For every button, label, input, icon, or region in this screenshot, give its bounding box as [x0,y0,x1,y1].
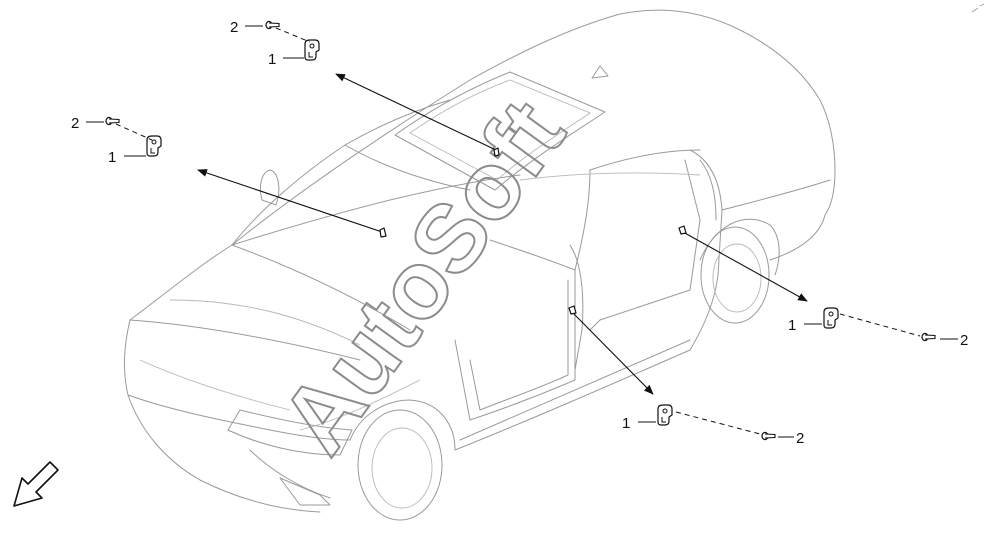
clip-icon [921,332,936,342]
callout-label-bracket: 1 [788,317,796,334]
bracket-icon [823,307,839,329]
mount-point-marker [678,225,687,235]
mount-point-marker [493,147,500,157]
clip-icon [265,20,280,30]
callout-label-fastener: 2 [71,115,79,132]
callout-label-fastener: 2 [796,430,804,447]
clip-icon [761,431,776,441]
callout-label-fastener: 2 [960,332,968,349]
bracket-icon [657,404,673,426]
front-direction-arrow-icon [13,461,59,507]
clip-icon [105,116,120,126]
callout-label-bracket: 1 [108,149,116,166]
callout-group-b: 1 2 [71,115,387,238]
callout-group-c: 1 2 [678,225,968,349]
callout-group-d: 1 2 [568,305,804,447]
callout-label-bracket: 1 [622,415,630,432]
mount-point-marker [379,227,387,238]
callout-label-fastener: 2 [230,19,238,36]
car-outline [123,9,836,521]
callout-group-a: 1 2 [230,19,500,157]
callout-label-bracket: 1 [268,51,276,68]
bracket-icon [304,39,320,61]
mount-point-marker [568,305,577,315]
corner-mark [971,3,985,13]
